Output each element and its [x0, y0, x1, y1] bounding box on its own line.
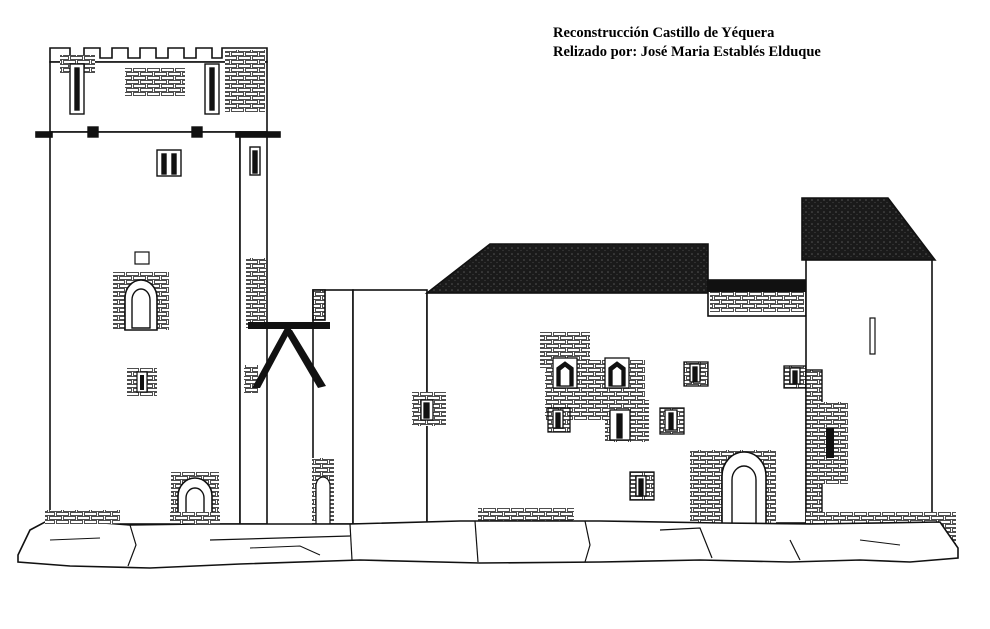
keep-tower: [35, 47, 281, 525]
window-small: [191, 126, 203, 138]
brick-patch: [244, 365, 258, 393]
twin-window: [604, 357, 630, 389]
hall-roof: [424, 243, 709, 294]
window-tower: [156, 149, 182, 177]
cross-window: [659, 407, 685, 435]
twin-window: [552, 357, 578, 389]
rock-foundation: [17, 520, 959, 569]
wooden-gallery: [248, 322, 330, 388]
small-arched-door: [312, 458, 334, 525]
arched-window: [113, 251, 169, 331]
arrow-slit: [209, 67, 215, 111]
brick-patch: [246, 258, 266, 328]
hall-door: [690, 450, 776, 525]
arrow-slit: [869, 317, 876, 355]
cross-window: [547, 407, 571, 433]
arrow-slit: [74, 67, 80, 111]
caption-title: Reconstrucción Castillo de Yéquera: [553, 25, 775, 41]
caption-author: Relizado por: José Maria Establés Elduqu…: [553, 44, 821, 60]
link-building: [707, 279, 807, 317]
brick-patch: [45, 510, 120, 524]
brick-patch: [125, 68, 185, 96]
window-small: [87, 126, 99, 138]
drawing-caption: Reconstrucción Castillo de Yéquera Reliz…: [553, 24, 821, 62]
right-tower-roof: [801, 197, 937, 261]
brick-patch: [225, 50, 265, 112]
cross-window: [783, 365, 807, 389]
right-tower: [801, 197, 937, 525]
brick-patch: [478, 508, 574, 522]
cross-window: [609, 409, 631, 441]
cross-window: [629, 471, 655, 501]
cross-window: [420, 399, 434, 421]
cross-window: [683, 361, 709, 387]
cross-window: [127, 368, 157, 396]
brick-patch: [170, 512, 220, 524]
